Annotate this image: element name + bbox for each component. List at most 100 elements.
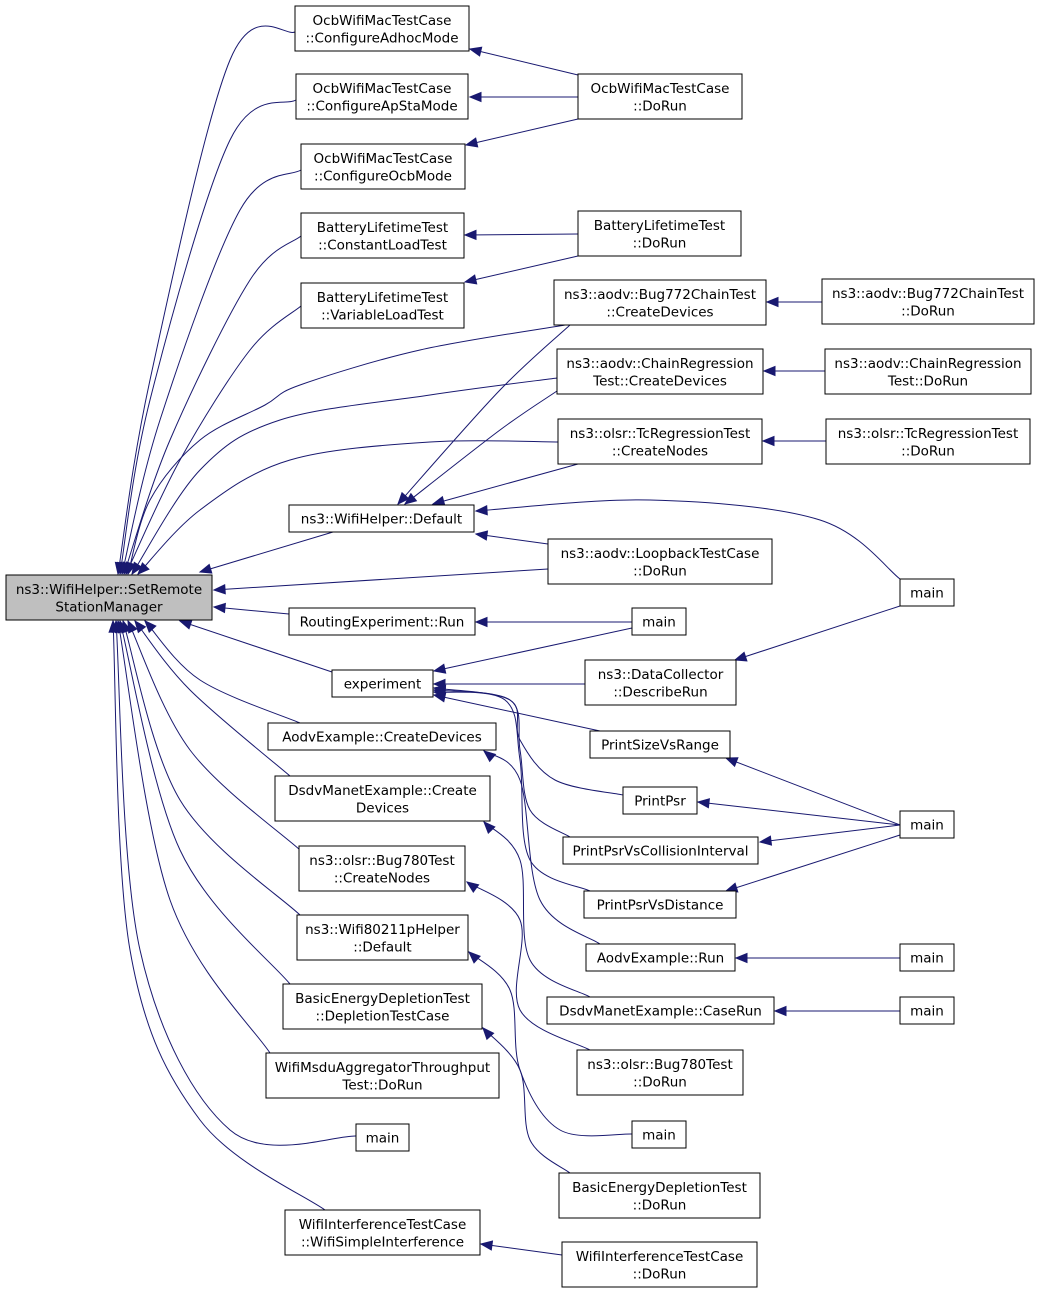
node-w80211p_default[interactable]: ns3::Wifi80211pHelper::Default <box>296 914 469 961</box>
node-dc_describe[interactable]: ns3::DataCollector::DescribeRun <box>584 659 737 706</box>
node-box[interactable] <box>824 348 1032 395</box>
node-box[interactable] <box>355 1123 410 1152</box>
node-box[interactable] <box>899 578 955 607</box>
node-box[interactable] <box>282 983 483 1030</box>
node-box[interactable] <box>298 845 466 892</box>
node-box[interactable] <box>300 282 465 329</box>
node-aodv_bug772_create[interactable]: ns3::aodv::Bug772ChainTest::CreateDevice… <box>553 279 767 326</box>
node-box[interactable] <box>585 943 736 972</box>
node-box[interactable] <box>5 574 213 621</box>
edge-ocb_dorun-to-ocb_apsta <box>468 91 578 103</box>
edge-line <box>464 255 579 283</box>
node-ocb_dorun[interactable]: OcbWifiMacTestCase::DoRun <box>577 73 743 120</box>
node-print_size[interactable]: PrintSizeVsRange <box>589 730 731 759</box>
node-box[interactable] <box>284 1209 481 1256</box>
node-wit_dorun[interactable]: WifiInterferenceTestCase::DoRun <box>561 1241 758 1288</box>
node-box[interactable] <box>288 607 476 636</box>
node-box[interactable] <box>553 279 767 326</box>
node-box[interactable] <box>577 73 743 120</box>
node-box[interactable] <box>557 418 763 465</box>
node-box[interactable] <box>265 1052 500 1099</box>
node-main_mid2[interactable]: main <box>631 1120 687 1149</box>
node-box[interactable] <box>296 914 469 961</box>
node-box[interactable] <box>825 418 1031 465</box>
node-bed_dorun[interactable]: BasicEnergyDepletionTest::DoRun <box>558 1172 761 1219</box>
node-olsr_bug780_create[interactable]: ns3::olsr::Bug780Test::CreateNodes <box>298 845 466 892</box>
node-print_psr[interactable]: PrintPsr <box>622 786 698 815</box>
node-box[interactable] <box>547 538 773 585</box>
node-box[interactable] <box>558 1172 761 1219</box>
node-label: main <box>910 951 944 967</box>
node-box[interactable] <box>583 890 737 919</box>
edge-line <box>725 757 901 826</box>
node-main_mid[interactable]: main <box>631 607 687 636</box>
node-ocb_adhoc[interactable]: OcbWifiMacTestCase::ConfigureAdhocMode <box>294 5 470 52</box>
node-olsr_bug780_dorun[interactable]: ns3::olsr::Bug780Test::DoRun <box>576 1049 744 1096</box>
node-bat_const[interactable]: BatteryLifetimeTest::ConstantLoadTest <box>300 212 465 259</box>
node-box[interactable] <box>631 607 687 636</box>
node-wit_simple[interactable]: WifiInterferenceTestCase::WifiSimpleInte… <box>284 1209 481 1256</box>
node-box[interactable] <box>899 943 955 972</box>
node-box[interactable] <box>821 278 1035 325</box>
node-box[interactable] <box>899 810 955 839</box>
node-box[interactable] <box>331 669 434 698</box>
node-box[interactable] <box>589 730 731 759</box>
arrowhead-icon <box>134 619 147 634</box>
arrowhead-icon <box>482 750 497 763</box>
node-bat_var[interactable]: BatteryLifetimeTest::VariableLoadTest <box>300 282 465 329</box>
edge-line <box>213 568 549 591</box>
node-box[interactable] <box>300 143 466 190</box>
node-label: main <box>642 615 676 631</box>
node-main_left[interactable]: main <box>355 1123 410 1152</box>
node-olsr_tc_dorun[interactable]: ns3::olsr::TcRegressionTest::DoRun <box>825 418 1031 465</box>
node-box[interactable] <box>294 5 470 52</box>
node-wifi_default[interactable]: ns3::WifiHelper::Default <box>288 504 475 533</box>
node-box[interactable] <box>274 775 491 822</box>
node-box[interactable] <box>631 1120 687 1149</box>
node-box[interactable] <box>562 836 759 865</box>
edge-line <box>199 531 334 573</box>
node-olsr_tc_create[interactable]: ns3::olsr::TcRegressionTest::CreateNodes <box>557 418 763 465</box>
arrowhead-icon <box>474 505 488 516</box>
node-box[interactable] <box>546 996 775 1025</box>
node-box[interactable] <box>267 722 497 751</box>
node-routing_run[interactable]: RoutingExperiment::Run <box>288 607 476 636</box>
node-aodv_chain_create[interactable]: ns3::aodv::ChainRegressionTest::CreateDe… <box>556 348 764 395</box>
node-box[interactable] <box>556 348 764 395</box>
node-main_r1[interactable]: main <box>899 578 955 607</box>
node-dsdv_caserun[interactable]: DsdvManetExample::CaseRun <box>546 996 775 1025</box>
node-box[interactable] <box>295 73 469 120</box>
node-box[interactable] <box>561 1241 758 1288</box>
edge-main_r2-to-print_psr_ci <box>758 824 901 846</box>
node-main_r2[interactable]: main <box>899 810 955 839</box>
node-box[interactable] <box>584 659 737 706</box>
node-main_r3[interactable]: main <box>899 943 955 972</box>
node-experiment[interactable]: experiment <box>331 669 434 698</box>
node-box[interactable] <box>899 996 955 1025</box>
node-bat_dorun[interactable]: BatteryLifetimeTest::DoRun <box>577 210 742 257</box>
node-label: AodvExample::CreateDevices <box>282 730 482 746</box>
node-bed_depl[interactable]: BasicEnergyDepletionTest::DepletionTestC… <box>282 983 483 1030</box>
node-print_psr_ci[interactable]: PrintPsrVsCollisionInterval <box>562 836 759 865</box>
node-main_r4[interactable]: main <box>899 996 955 1025</box>
node-box[interactable] <box>300 212 465 259</box>
node-print_psr_dist[interactable]: PrintPsrVsDistance <box>583 890 737 919</box>
node-label: OcbWifiMacTestCase <box>313 81 452 97</box>
node-ocb_ocb[interactable]: OcbWifiMacTestCase::ConfigureOcbMode <box>300 143 466 190</box>
node-aodv_run[interactable]: AodvExample::Run <box>585 943 736 972</box>
node-box[interactable] <box>576 1049 744 1096</box>
node-dsdv_create[interactable]: DsdvManetExample::CreateDevices <box>274 775 491 822</box>
node-aodv_bug772_dorun[interactable]: ns3::aodv::Bug772ChainTest::DoRun <box>821 278 1035 325</box>
arrowhead-icon <box>468 91 482 103</box>
node-label: AodvExample::Run <box>597 951 724 967</box>
node-box[interactable] <box>622 786 698 815</box>
node-box[interactable] <box>288 504 475 533</box>
node-ocb_apsta[interactable]: OcbWifiMacTestCase::ConfigureApStaMode <box>295 73 469 120</box>
node-aodv_create[interactable]: AodvExample::CreateDevices <box>267 722 497 751</box>
node-label: ::ConfigureApStaMode <box>306 98 457 114</box>
node-aodv_loopback[interactable]: ns3::aodv::LoopbackTestCase::DoRun <box>547 538 773 585</box>
node-box[interactable] <box>577 210 742 257</box>
